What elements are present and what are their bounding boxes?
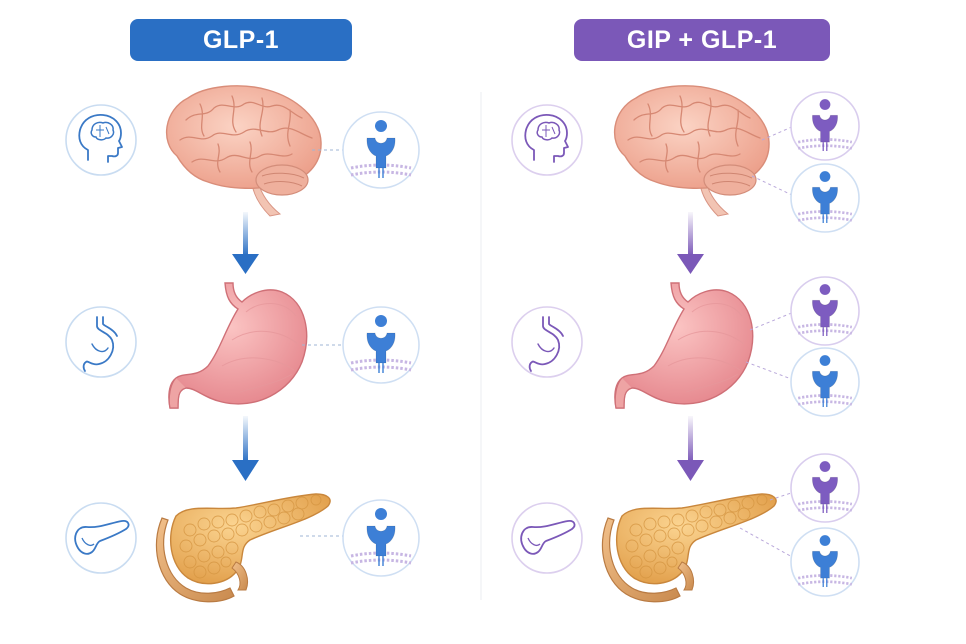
flow-arrow-stomach-to-pancreas — [232, 416, 259, 481]
glp1-receptor-icon — [342, 499, 420, 577]
glp1-receptor-icon — [790, 163, 860, 233]
glp1-receptor-icon — [790, 347, 860, 417]
stomach-icon — [65, 306, 137, 378]
connector-line — [749, 311, 795, 331]
flow-arrow-stomach-to-pancreas — [677, 416, 704, 481]
flow-arrow-brain-to-stomach — [232, 212, 259, 274]
stomach-icon — [511, 306, 583, 378]
receptor-layer — [342, 91, 860, 597]
gip-glp1-panel — [511, 85, 795, 603]
connector-line — [769, 491, 795, 501]
brain-head-icon — [511, 104, 583, 176]
brain-illustration — [165, 85, 322, 217]
glp1-panel — [65, 85, 344, 603]
gip-receptor-icon — [790, 276, 860, 346]
connector-line — [739, 527, 795, 559]
pancreas-illustration — [601, 493, 777, 603]
gip-receptor-icon — [790, 453, 860, 523]
brain-head-icon — [65, 104, 137, 176]
stomach-illustration — [168, 282, 308, 409]
gip-glp1-title-badge: GIP + GLP-1 — [574, 19, 830, 61]
pancreas-illustration — [155, 493, 331, 603]
connector-line — [751, 175, 795, 197]
gip-receptor-icon — [790, 91, 860, 161]
glp1-receptor-icon — [342, 111, 420, 189]
stomach-illustration — [614, 282, 754, 409]
brain-illustration — [613, 85, 770, 217]
flow-arrow-brain-to-stomach — [677, 212, 704, 274]
glp1-title-badge: GLP-1 — [130, 19, 352, 61]
glp1-receptor-icon — [342, 306, 420, 384]
connector-line — [745, 361, 795, 381]
pancreas-icon — [511, 502, 583, 574]
glp1-receptor-icon — [790, 527, 860, 597]
pancreas-icon — [65, 502, 137, 574]
